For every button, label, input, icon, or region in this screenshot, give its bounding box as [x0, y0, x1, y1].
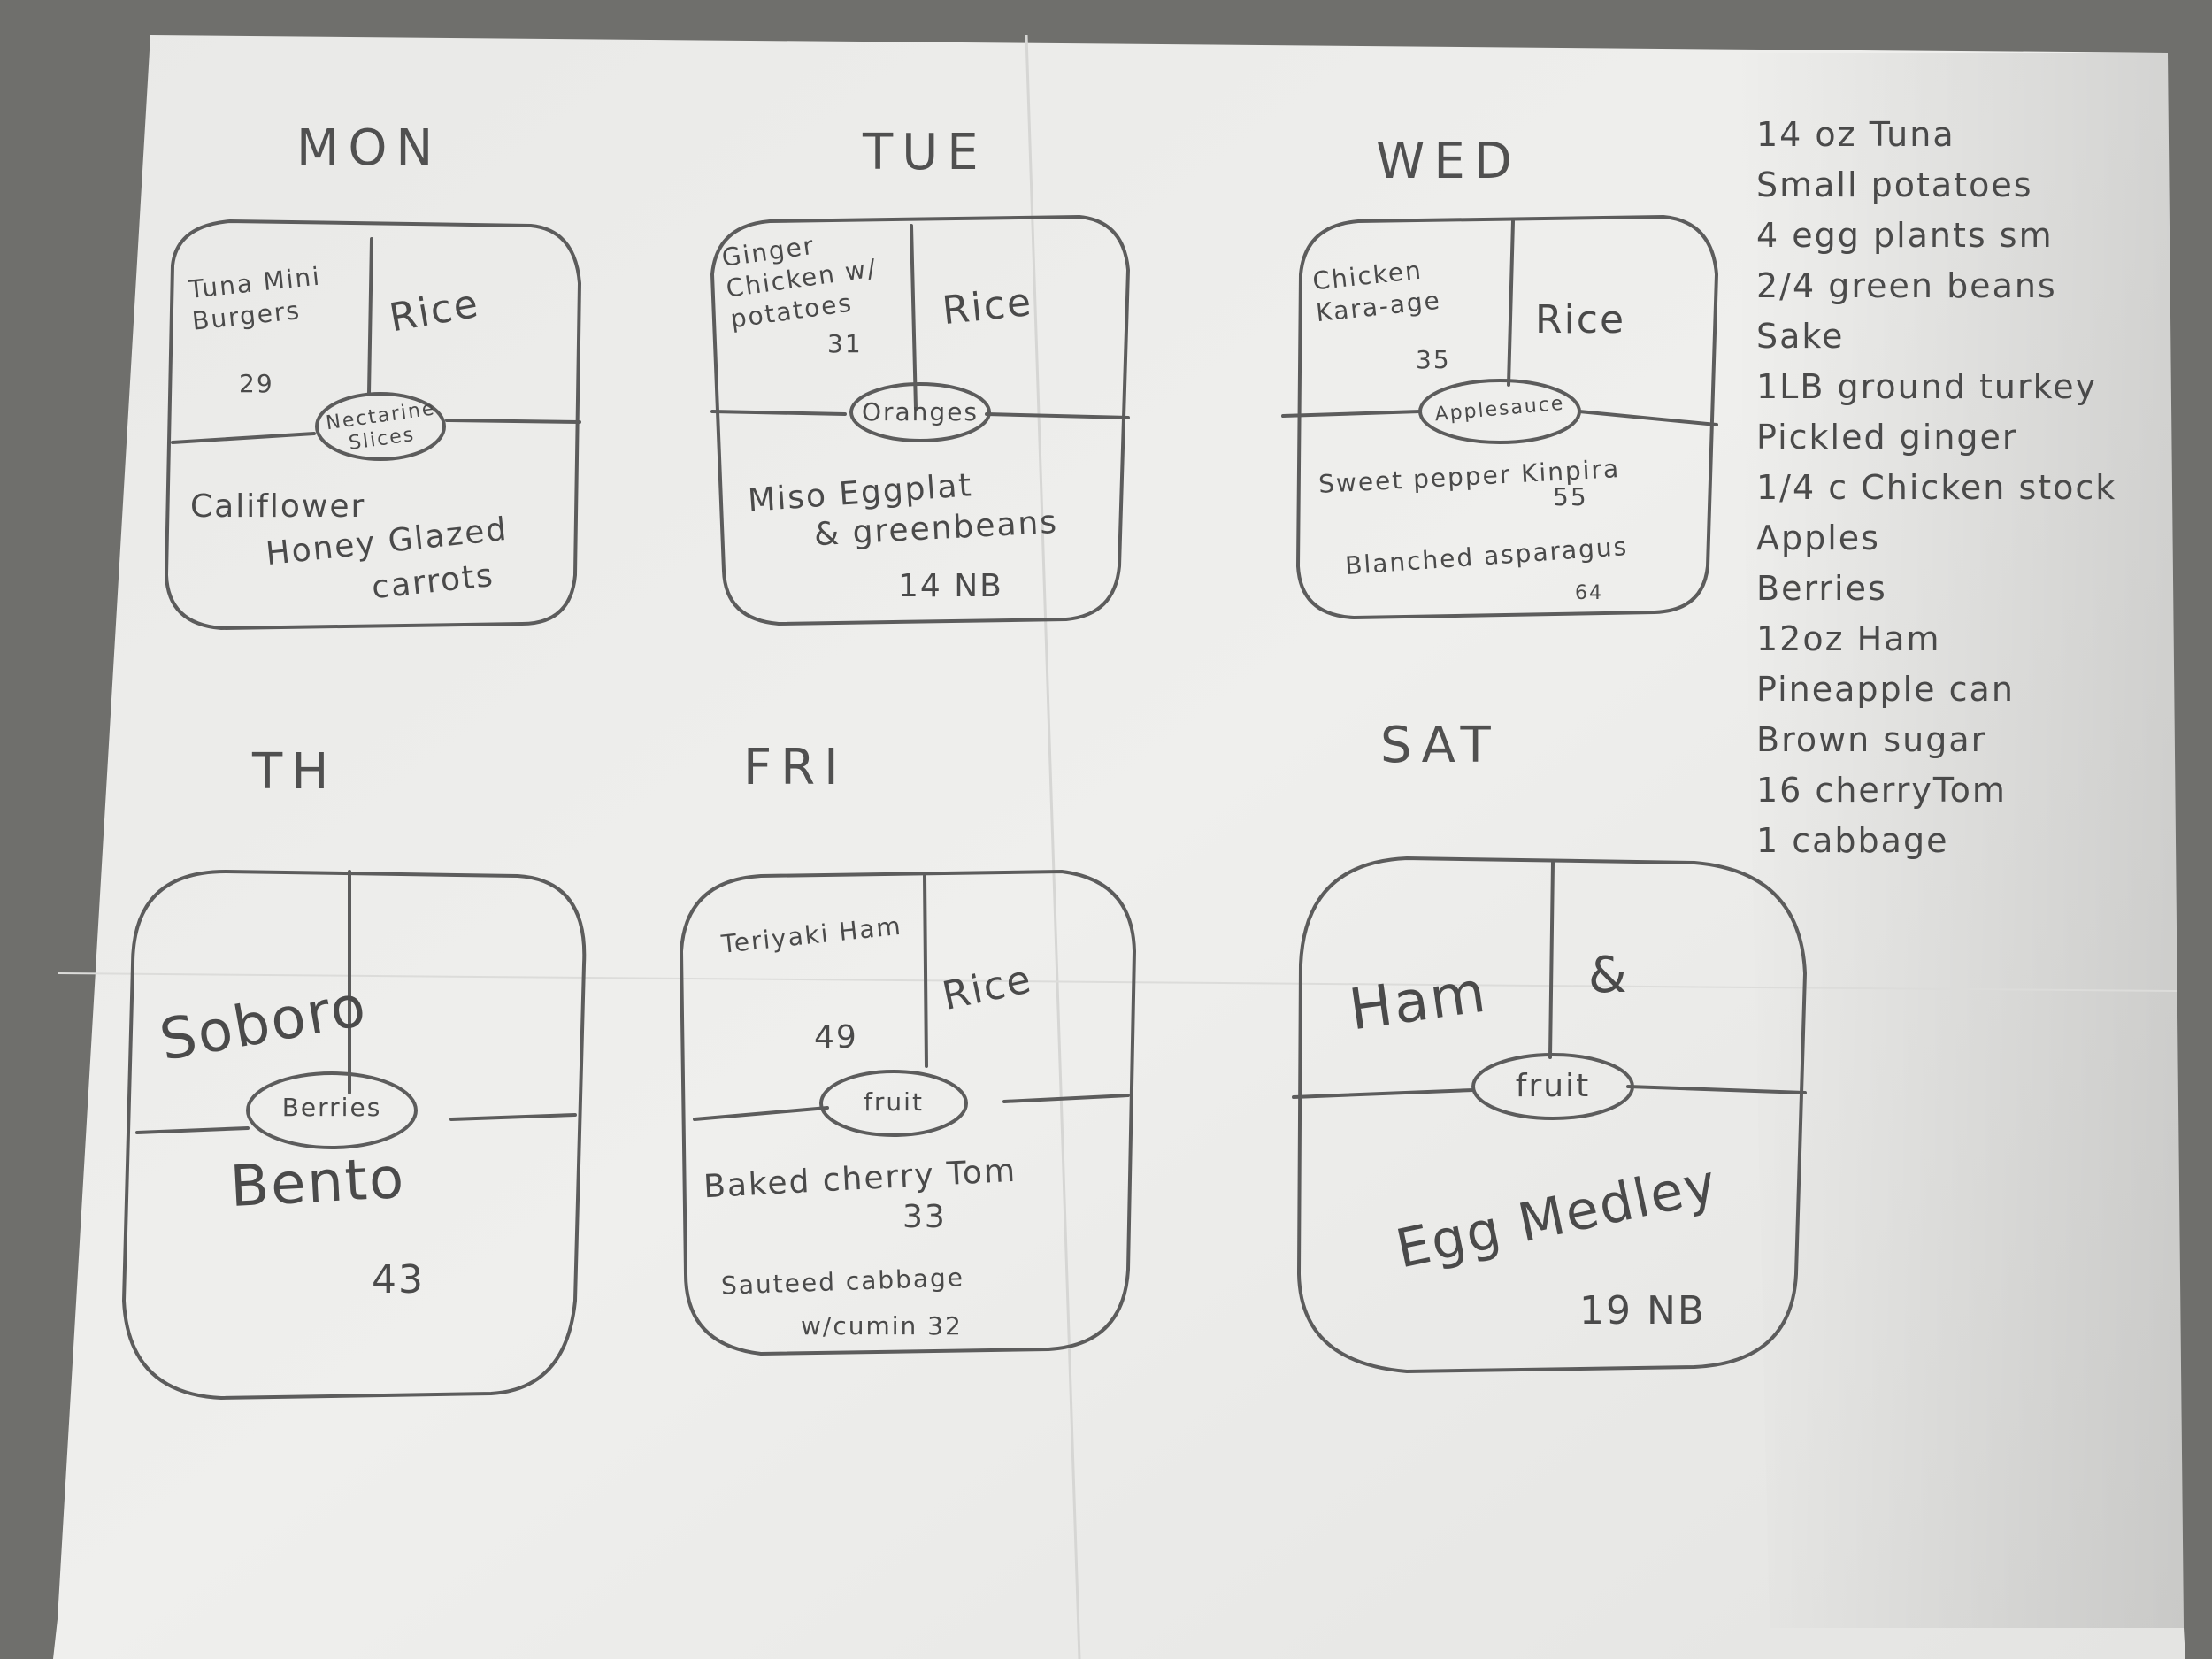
sat-bento-box [1297, 856, 1807, 1373]
shopping-list-item: 1 cabbage [1756, 821, 1949, 860]
th-bottom-text: Bento [228, 1145, 407, 1221]
tue-main-number: 31 [827, 329, 863, 358]
day-label-sat: SAT [1380, 717, 1500, 774]
fri-main-number: 49 [814, 1019, 858, 1056]
day-label-th: TH [252, 743, 338, 801]
sat-bottom-number: 19 NB [1579, 1288, 1707, 1333]
day-label-mon: MON [296, 119, 442, 177]
tue-center-item: Oranges [861, 397, 979, 426]
tue-bento-box [710, 215, 1130, 626]
shopping-list-item: Pickled ginger [1756, 418, 2018, 457]
day-label-fri: FRI [743, 739, 848, 796]
shopping-list-item: 4 egg plants sm [1756, 216, 2054, 255]
paper-shape [53, 35, 2185, 1659]
shopping-list-item: 12oz Ham [1756, 619, 1941, 658]
wed-side-right: Rice [1535, 297, 1626, 342]
mon-bento-box [165, 219, 581, 630]
shopping-list-item: 14 oz Tuna [1756, 115, 1955, 154]
shopping-list: 14 oz Tuna Small potatoes 4 egg plants s… [1756, 115, 2172, 872]
wed-center-oval [1418, 379, 1581, 444]
sat-center-oval [1471, 1053, 1634, 1120]
wed-bottom-line-1-number: 55 [1553, 482, 1588, 511]
tue-center-oval [849, 382, 991, 442]
tue-side-right: Rice [940, 279, 1035, 334]
day-label-wed: WED [1376, 133, 1521, 190]
fri-center-oval [819, 1070, 968, 1137]
shopping-list-item: Brown sugar [1756, 720, 1987, 759]
th-bottom-number: 43 [372, 1257, 425, 1302]
mon-main-number: 29 [239, 369, 274, 398]
shopping-list-item: Berries [1756, 569, 1887, 608]
sat-top-right-text: & [1588, 947, 1629, 1004]
tue-bottom-number: 14 NB [898, 568, 1003, 604]
th-bento-box [122, 870, 587, 1400]
shopping-list-item: 2/4 green beans [1756, 266, 2057, 305]
mon-center-oval [315, 392, 446, 461]
shopping-list-item: 16 cherryTom [1756, 771, 2007, 810]
day-label-tue: TUE [863, 124, 987, 181]
shopping-list-item: 1LB ground turkey [1756, 367, 2098, 406]
wed-bento-box [1296, 215, 1718, 619]
fri-bottom-line-1-number: 33 [902, 1199, 947, 1235]
th-center-item: Berries [281, 1093, 382, 1122]
shopping-list-item: Small potatoes [1756, 165, 2033, 204]
shopping-list-item: Apples [1756, 518, 1880, 557]
sat-center-item: fruit [1515, 1068, 1591, 1104]
mon-bottom-line-1: Califlower [190, 488, 366, 525]
shopping-list-item: 1/4 c Chicken stock [1756, 468, 2117, 507]
fri-bottom-line-2b: w/cumin 32 [801, 1311, 963, 1340]
wed-bottom-line-2-number: 64 [1575, 582, 1603, 604]
wed-main-number: 35 [1416, 345, 1451, 374]
shopping-list-item: Pineapple can [1756, 670, 2015, 709]
shopping-list-item: Sake [1756, 317, 1845, 356]
fri-center-item: fruit [864, 1087, 924, 1117]
fri-bento-box [680, 870, 1136, 1356]
th-center-oval [246, 1071, 418, 1149]
